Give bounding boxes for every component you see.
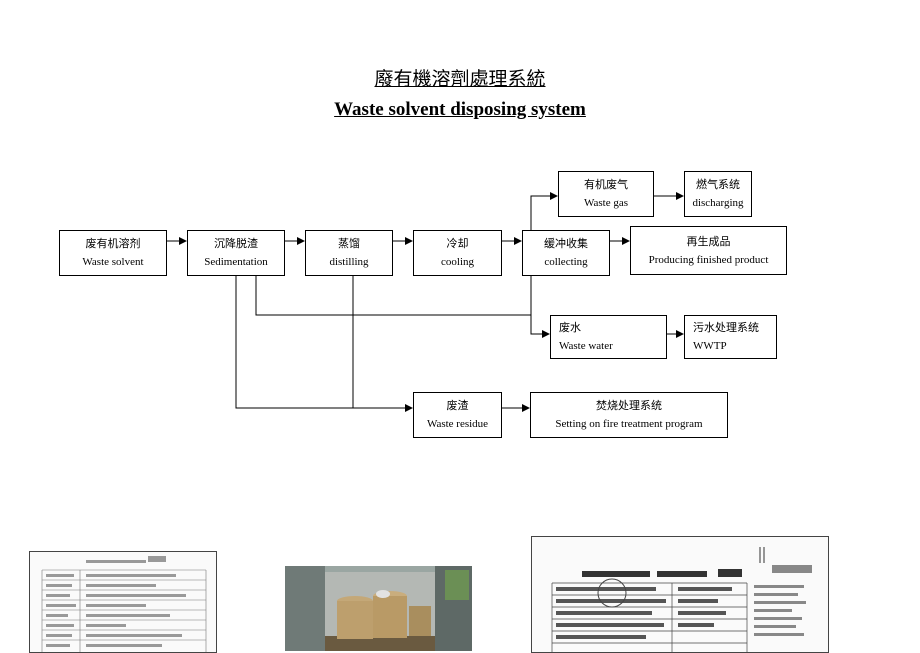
node-label-zh: 废渣 [446,399,469,412]
node-label-zh: 再生成品 [686,234,731,248]
node-sedimentation: 沉降脱渣 Sedimentation [187,230,285,276]
node-label-zh: 燃气系统 [696,178,740,191]
edge-sedimentation-water-line [255,276,531,316]
node-collecting: 缓冲收集 collecting [522,230,610,276]
node-wwtp: 污水处理系统 WWTP [684,315,777,359]
scanned-manifest-image [551,547,812,652]
node-label-zh: 废水 [559,321,581,334]
scanned-form-image [41,556,207,652]
node-label-en: Waste gas [583,197,629,209]
node-label-zh: 缓冲收集 [544,237,588,250]
page-title-english: Waste solvent disposing system [334,99,586,120]
node-fire-treatment: 焚烧处理系统 Setting on fire treatment program [530,392,728,438]
node-waste-gas: 有机废气 Waste gas [558,171,654,217]
node-label-zh: 污水处理系统 [693,321,759,334]
node-label-en: WWTP [693,340,727,352]
node-label-zh: 沉降脱渣 [214,237,258,250]
node-waste-water: 废水 Waste water [550,315,667,359]
node-label-en: cooling [441,256,474,268]
truck-with-drums-photo [285,566,472,651]
node-label-en: discharging [692,197,744,209]
node-producing-finished-product: 再生成品 Producing finished product [630,226,787,275]
node-distilling: 蒸馏 distilling [305,230,393,276]
node-label-en: collecting [544,256,588,268]
scanned-form-photo [29,551,217,653]
node-waste-residue: 废渣 Waste residue [413,392,502,438]
node-label-en: Setting on fire treatment program [555,418,703,430]
edge-collecting-waste-water [530,276,550,338]
node-label-en: Waste residue [426,418,489,430]
page-title-chinese: 廢有機溶劑處理系統 [374,68,546,90]
node-label-zh: 有机废气 [584,178,628,191]
scanned-manifest-photo [531,536,829,653]
node-label-zh: 焚烧处理系统 [596,399,662,412]
node-label-en: Waste water [559,340,613,352]
truck-with-drums-image [285,566,472,651]
node-discharging: 燃气系统 discharging [684,171,752,217]
node-label-en: distilling [329,256,369,268]
node-label-en: Waste solvent [82,256,144,268]
node-label-en: Producing finished product [648,253,769,266]
node-label-en: Sedimentation [204,256,268,268]
node-waste-solvent: 废有机溶剂 Waste solvent [59,230,167,276]
edge-collecting-waste-gas [530,192,558,232]
node-label-zh: 蒸馏 [338,237,360,250]
node-label-zh: 冷却 [446,237,469,250]
node-label-zh: 废有机溶剂 [85,237,141,250]
edge-sedimentation-waste-residue [235,276,413,412]
node-cooling: 冷却 cooling [413,230,502,276]
